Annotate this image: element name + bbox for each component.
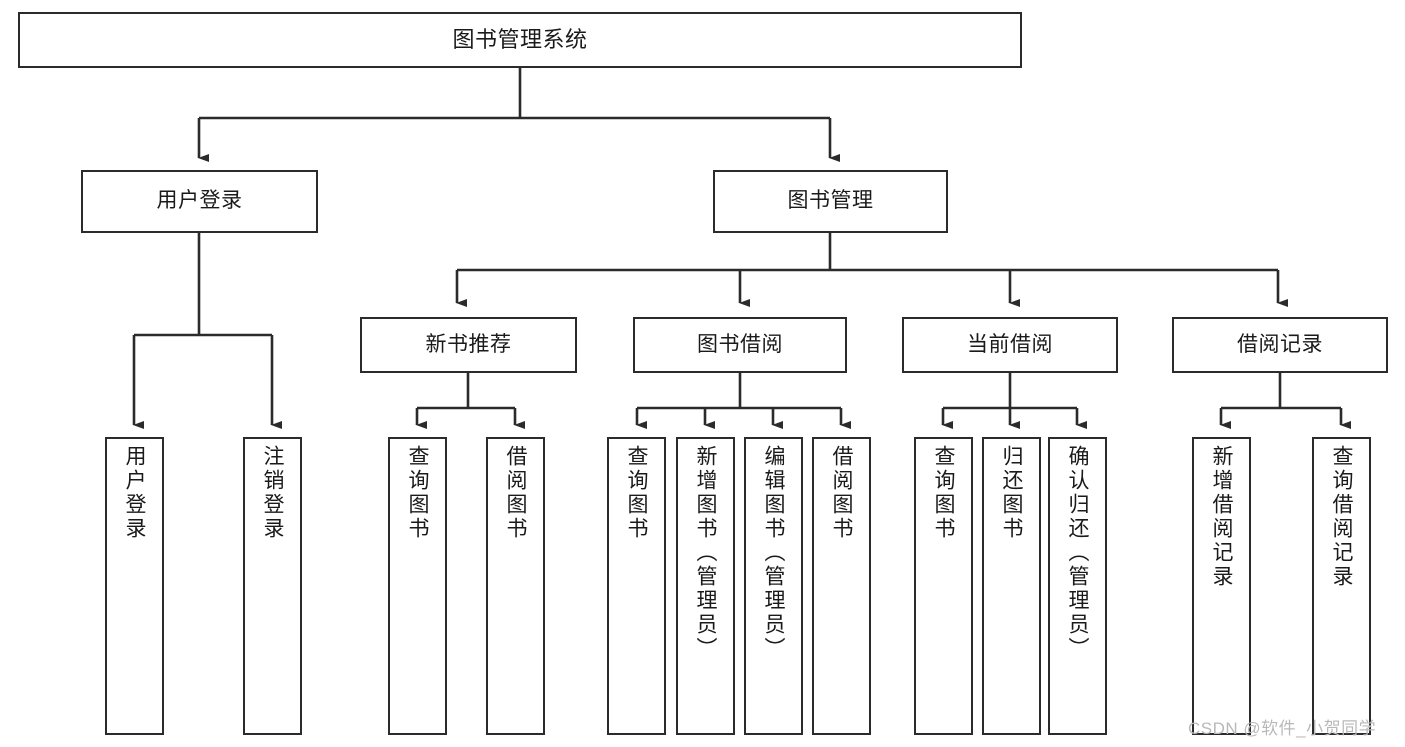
node-user-login[interactable]: 用户登录 [81, 170, 318, 233]
node-leaf-query-book-3[interactable]: 查询图书 [914, 437, 973, 735]
node-user-login-label: 用户登录 [156, 189, 243, 213]
node-leaf-add-record[interactable]: 新增借阅记录 [1192, 437, 1251, 735]
csdn-watermark: CSDN @软件_小贺同学 [1188, 719, 1377, 738]
node-borrow-record-label: 借阅记录 [1237, 332, 1323, 356]
node-leaf-return-book-label: 归还图书 [1000, 445, 1023, 541]
node-leaf-query-book-2[interactable]: 查询图书 [607, 437, 666, 735]
node-book-manage[interactable]: 图书管理 [713, 170, 948, 233]
node-leaf-borrow-book-2[interactable]: 借阅图书 [812, 437, 871, 735]
node-leaf-add-book-label: 新增图书（管理员） [694, 445, 717, 661]
node-leaf-add-record-label: 新增借阅记录 [1210, 445, 1233, 589]
node-leaf-borrow-book-2-label: 借阅图书 [830, 445, 853, 541]
node-leaf-return-book[interactable]: 归还图书 [982, 437, 1041, 735]
node-leaf-user-login[interactable]: 用户登录 [105, 437, 164, 735]
node-leaf-query-book-2-label: 查询图书 [625, 445, 648, 541]
node-leaf-confirm-return[interactable]: 确认归还（管理员） [1048, 437, 1107, 735]
node-leaf-edit-book[interactable]: 编辑图书（管理员） [744, 437, 803, 735]
node-book-manage-label: 图书管理 [787, 189, 874, 213]
node-new-book-recommend[interactable]: 新书推荐 [360, 317, 577, 373]
node-leaf-logout-login-label: 注销登录 [261, 445, 284, 541]
node-leaf-query-book-1-label: 查询图书 [406, 445, 429, 541]
node-current-borrow-label: 当前借阅 [967, 332, 1053, 356]
node-leaf-query-record[interactable]: 查询借阅记录 [1312, 437, 1371, 735]
node-root[interactable]: 图书管理系统 [18, 12, 1022, 68]
node-current-borrow[interactable]: 当前借阅 [902, 317, 1118, 373]
node-new-book-recommend-label: 新书推荐 [425, 332, 512, 356]
node-leaf-query-record-label: 查询借阅记录 [1330, 445, 1353, 589]
node-root-label: 图书管理系统 [452, 27, 588, 53]
node-leaf-user-login-label: 用户登录 [123, 445, 146, 541]
node-leaf-query-book-1[interactable]: 查询图书 [388, 437, 447, 735]
node-book-borrow[interactable]: 图书借阅 [633, 317, 847, 373]
node-book-borrow-label: 图书借阅 [697, 332, 783, 356]
node-leaf-borrow-book-1[interactable]: 借阅图书 [486, 437, 545, 735]
node-leaf-logout-login[interactable]: 注销登录 [243, 437, 302, 735]
node-leaf-borrow-book-1-label: 借阅图书 [504, 445, 527, 541]
node-leaf-query-book-3-label: 查询图书 [932, 445, 955, 541]
node-leaf-confirm-return-label: 确认归还（管理员） [1066, 445, 1089, 661]
node-leaf-edit-book-label: 编辑图书（管理员） [762, 445, 785, 661]
node-leaf-add-book[interactable]: 新增图书（管理员） [676, 437, 735, 735]
node-borrow-record[interactable]: 借阅记录 [1172, 317, 1388, 373]
